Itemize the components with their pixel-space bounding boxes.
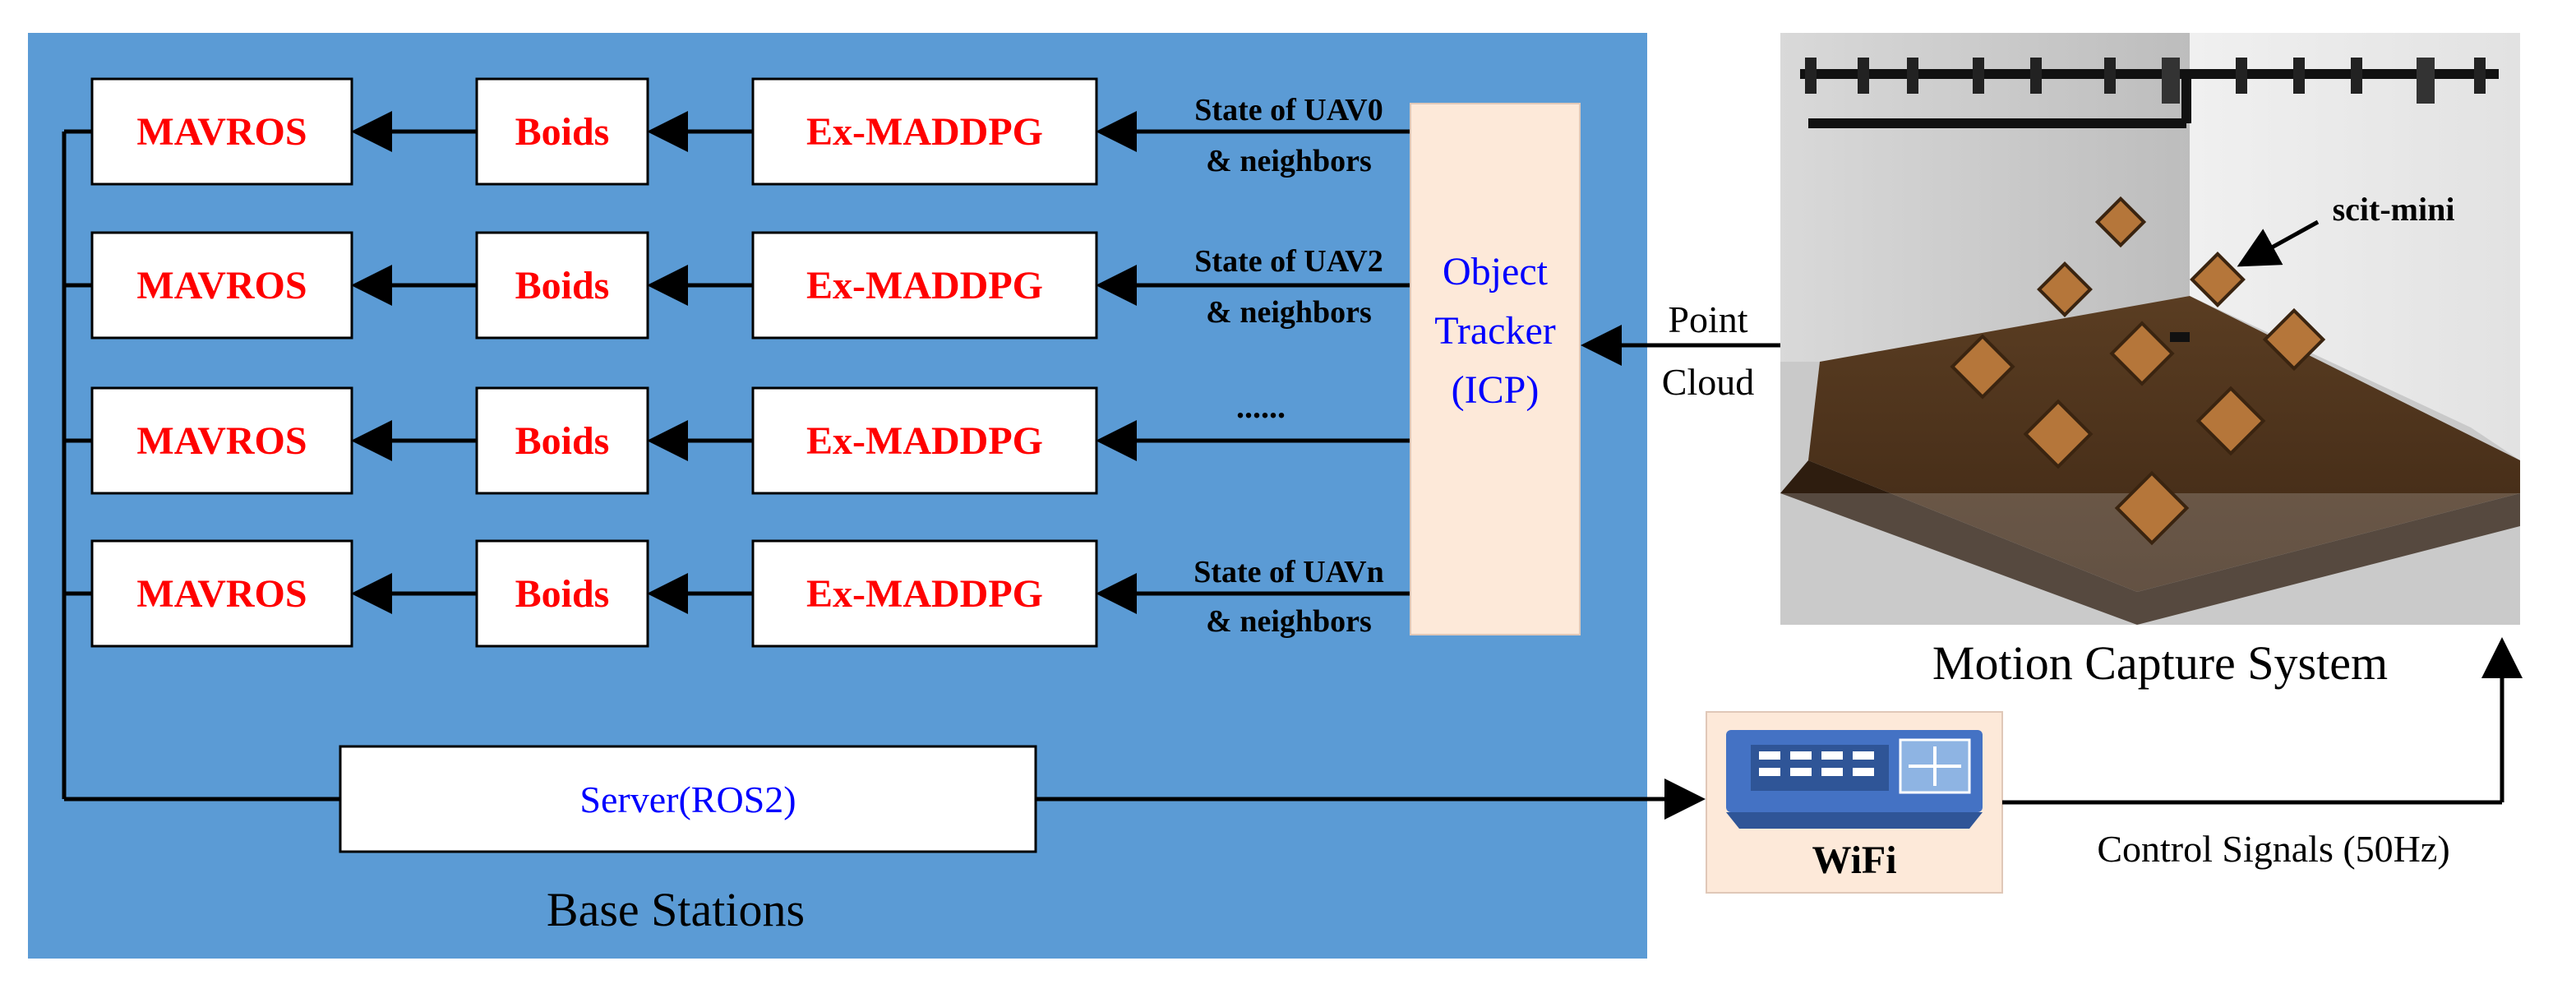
tracker-line3: (ICP) — [1452, 368, 1540, 412]
boids-box — [475, 386, 649, 495]
ex-maddpg-label: Ex-MADDPG — [806, 264, 1043, 307]
mavros-label: MAVROS — [136, 264, 307, 307]
server-label: Server(ROS2) — [579, 779, 796, 820]
state-label-line2: & neighbors — [1206, 295, 1372, 330]
state-label-line1: State of UAV2 — [1194, 244, 1383, 279]
point-cloud-line2: Cloud — [1662, 361, 1754, 403]
state-label-line1: State of UAVn — [1193, 555, 1384, 589]
boids-label: Boids — [515, 264, 610, 307]
ex-maddpg-label: Ex-MADDPG — [806, 572, 1043, 616]
ex-maddpg-box — [751, 231, 1098, 340]
row-uav2: MAVROS Boids Ex-MADDPG State of UAV2 & n… — [90, 231, 1410, 340]
wifi-label: WiFi — [1812, 839, 1896, 882]
wifi-router-icon — [1726, 730, 1983, 829]
mavros-box — [90, 231, 353, 340]
state-label-line1: ...... — [1236, 388, 1286, 425]
mavros-label: MAVROS — [136, 572, 307, 616]
mavros-label: MAVROS — [136, 419, 307, 463]
base-stations-title: Base Stations — [547, 883, 805, 936]
ex-maddpg-label: Ex-MADDPG — [806, 419, 1043, 463]
control-signals-label: Control Signals (50Hz) — [2097, 828, 2449, 870]
boids-label: Boids — [515, 110, 610, 154]
row-uav0: MAVROS Boids Ex-MADDPG State of UAV0 & n… — [90, 77, 1410, 186]
ex-maddpg-box — [751, 77, 1098, 186]
motion-capture-image — [1780, 33, 2520, 625]
ex-maddpg-box — [751, 539, 1098, 648]
mavros-label: MAVROS — [136, 110, 307, 154]
row-uavn: MAVROS Boids Ex-MADDPG State of UAVn & n… — [90, 539, 1410, 648]
point-cloud-line1: Point — [1668, 298, 1747, 340]
scit-mini-annotation: scit-mini — [2333, 191, 2455, 228]
motion-capture-title: Motion Capture System — [1932, 636, 2388, 690]
server-box — [339, 745, 1037, 853]
boids-label: Boids — [515, 572, 610, 616]
tracker-line1: Object — [1443, 250, 1549, 293]
row-ellipsis: MAVROS Boids Ex-MADDPG ...... — [90, 386, 1410, 495]
state-label-line1: State of UAV0 — [1194, 93, 1383, 127]
boids-label: Boids — [515, 419, 610, 463]
boids-box — [475, 77, 649, 186]
state-label-line2: & neighbors — [1206, 604, 1372, 639]
object-tracker-box — [1410, 103, 1581, 635]
tracker-line2: Tracker — [1434, 309, 1556, 353]
mavros-box — [90, 539, 353, 648]
ex-maddpg-box — [751, 386, 1098, 495]
state-label-line2: & neighbors — [1206, 144, 1372, 178]
ex-maddpg-label: Ex-MADDPG — [806, 110, 1043, 154]
